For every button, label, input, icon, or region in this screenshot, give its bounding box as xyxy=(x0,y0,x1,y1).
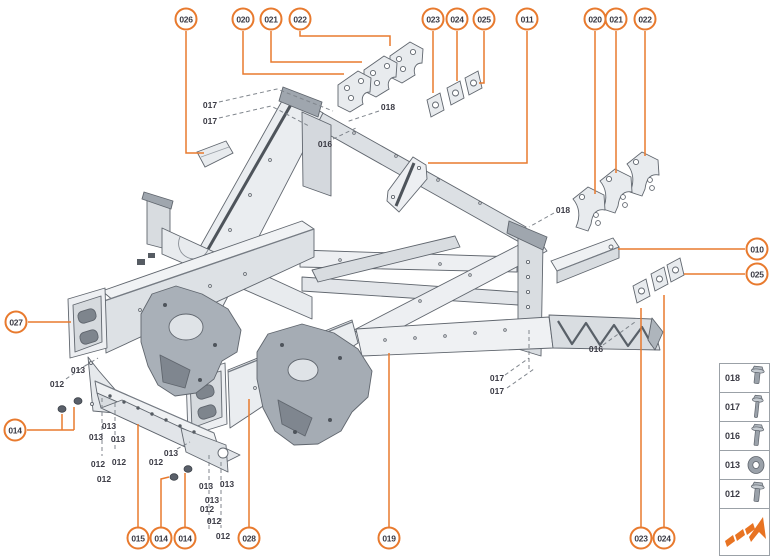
part-cap-nuts-014 xyxy=(57,397,193,481)
legend-item-number: 016 xyxy=(725,431,741,441)
callout-024[interactable]: 024 xyxy=(445,7,469,31)
part-ref-label-013: 013 xyxy=(163,448,179,458)
callout-015[interactable]: 015 xyxy=(126,526,150,550)
callout-025[interactable]: 025 xyxy=(472,7,496,31)
part-ref-label-012: 012 xyxy=(199,504,215,514)
callout-023[interactable]: 023 xyxy=(421,7,445,31)
legend-row-012: 012 xyxy=(720,480,769,509)
part-ref-label-013: 013 xyxy=(219,479,235,489)
flange-bolt-short-icon xyxy=(748,365,766,392)
callout-023[interactable]: 023 xyxy=(629,526,653,550)
legend-row-018: 018 xyxy=(720,364,769,393)
legend-row-013: 013 xyxy=(720,451,769,480)
callout-022[interactable]: 022 xyxy=(633,7,657,31)
brand-arrow-logo xyxy=(720,509,769,555)
part-ref-label-013: 013 xyxy=(204,495,220,505)
part-ref-label-012: 012 xyxy=(148,457,164,467)
part-plate-026 xyxy=(196,140,234,168)
callout-025[interactable]: 025 xyxy=(745,262,769,286)
part-ref-label-017: 017 xyxy=(489,373,505,383)
part-ref-label-016: 016 xyxy=(588,344,604,354)
part-main-frame xyxy=(67,86,664,446)
part-ref-label-012: 012 xyxy=(49,379,65,389)
legend-row-017: 017 xyxy=(720,393,769,422)
part-ref-label-017: 017 xyxy=(202,100,218,110)
part-rail-010 xyxy=(550,237,620,284)
part-ref-label-013: 013 xyxy=(70,365,86,375)
callout-019[interactable]: 019 xyxy=(377,526,401,550)
callout-022[interactable]: 022 xyxy=(288,7,312,31)
part-support-bracket-015 xyxy=(87,356,241,473)
part-ref-label-013: 013 xyxy=(198,481,214,491)
part-ref-label-013: 013 xyxy=(101,421,117,431)
callout-026[interactable]: 026 xyxy=(174,7,198,31)
flange-bolt-icon xyxy=(748,481,766,508)
callout-024[interactable]: 024 xyxy=(652,526,676,550)
part-gusset-011 xyxy=(386,156,428,213)
callout-027[interactable]: 027 xyxy=(4,310,28,334)
callout-014[interactable]: 014 xyxy=(149,526,173,550)
part-ref-label-012: 012 xyxy=(96,474,112,484)
legend-item-number: 013 xyxy=(725,460,741,470)
callout-leader-lines xyxy=(27,31,745,527)
part-ref-label-018: 018 xyxy=(380,102,396,112)
callout-014[interactable]: 014 xyxy=(3,418,27,442)
part-ref-label-016: 016 xyxy=(317,139,333,149)
part-ref-label-012: 012 xyxy=(206,516,222,526)
callout-021[interactable]: 021 xyxy=(604,7,628,31)
part-ref-label-018: 018 xyxy=(555,205,571,215)
legend-item-number: 012 xyxy=(725,489,741,499)
bolt-long-icon xyxy=(748,423,766,450)
callout-020[interactable]: 020 xyxy=(583,7,607,31)
callout-028[interactable]: 028 xyxy=(237,526,261,550)
part-ref-label-013: 013 xyxy=(110,434,126,444)
callout-020[interactable]: 020 xyxy=(231,7,255,31)
fastener-legend: 018 017 016 013 012 xyxy=(719,363,770,556)
fastener-dashed-leaders xyxy=(65,88,636,530)
callout-021[interactable]: 021 xyxy=(259,7,283,31)
part-plate-stack-right xyxy=(572,151,660,232)
callout-010[interactable]: 010 xyxy=(745,237,769,261)
part-ref-label-012: 012 xyxy=(90,459,106,469)
legend-row-016: 016 xyxy=(720,422,769,451)
part-ref-label-012: 012 xyxy=(215,531,231,541)
part-ref-label-012: 012 xyxy=(111,457,127,467)
legend-item-number: 018 xyxy=(725,373,741,383)
part-ref-label-017: 017 xyxy=(202,116,218,126)
callout-011[interactable]: 011 xyxy=(515,7,539,31)
part-ref-label-013: 013 xyxy=(88,432,104,442)
part-ref-label-017: 017 xyxy=(489,386,505,396)
legend-item-number: 017 xyxy=(725,402,741,412)
part-shim-plates xyxy=(426,70,685,304)
washer-icon xyxy=(746,453,766,477)
part-plate-stack-left xyxy=(337,41,424,113)
callout-014[interactable]: 014 xyxy=(173,526,197,550)
bolt-long-thin-icon xyxy=(748,394,766,421)
